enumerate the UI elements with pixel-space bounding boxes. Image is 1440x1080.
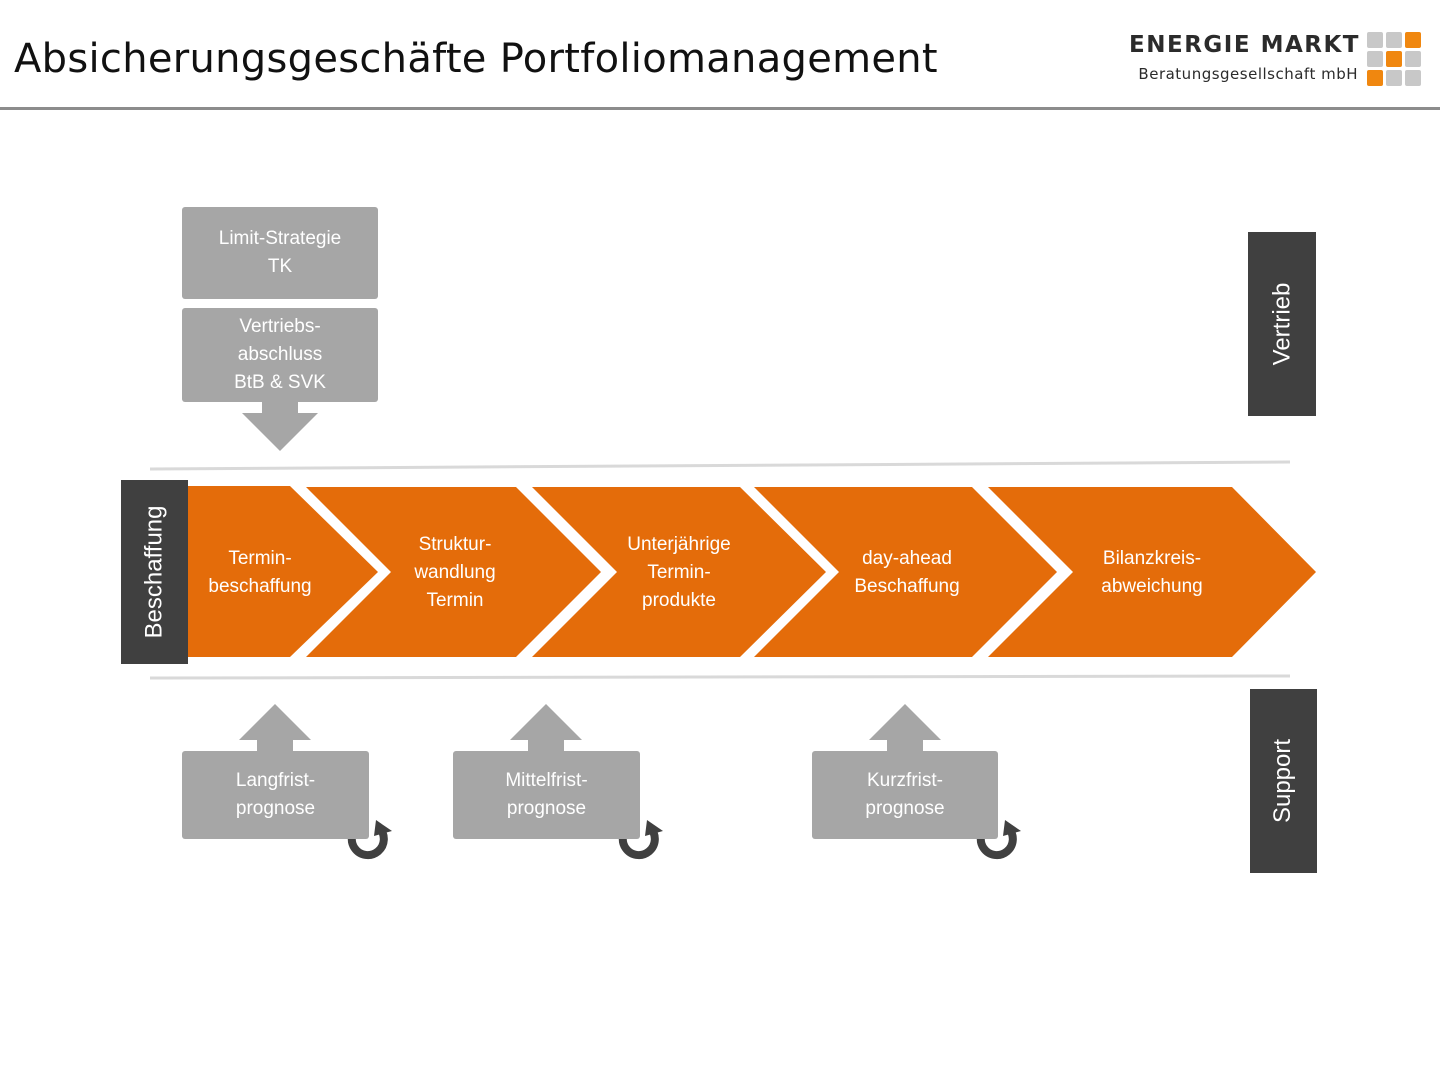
logo-name: ENERGIE MARKT	[1129, 32, 1360, 58]
support-label-box: Support	[1250, 689, 1317, 873]
up-arrow-langfrist	[239, 704, 311, 752]
process-step-shape-4	[754, 487, 1057, 657]
beschaffung-label-box: Beschaffung	[121, 480, 188, 664]
support-label: Support	[1269, 738, 1297, 824]
vertrieb-label: Vertrieb	[1268, 282, 1295, 366]
langfrist-prognose-label: Langfrist- prognose	[235, 770, 316, 819]
page-title: Absicherungsgeschäfte Portfoliomanagemen…	[14, 36, 938, 82]
limit-strategie-label: Limit-Strategie TK	[218, 228, 342, 277]
beschaffung-label: Beschaffung	[140, 505, 168, 639]
process-step-label-4: day-ahead Beschaffung	[854, 548, 960, 597]
kurzfrist-prognose-box: Kurzfrist- prognose	[812, 751, 998, 839]
process-step-label-2: Struktur- wandlung Termin	[414, 534, 496, 611]
process-step-shape-5	[988, 487, 1316, 657]
process-step-label-5: Bilanzkreis- abweichung	[1101, 548, 1203, 597]
up-arrow-mittelfrist	[510, 704, 582, 752]
mittelfrist-prognose-box: Mittelfrist- prognose	[453, 751, 640, 839]
divider-bottom	[149, 674, 1291, 680]
mittelfrist-prognose-label: Mittelfrist- prognose	[505, 770, 588, 819]
process-step-shape-2	[306, 487, 601, 657]
langfrist-prognose-box: Langfrist- prognose	[182, 751, 369, 839]
process-step-shape-1	[180, 486, 378, 657]
logo-subtitle: Beratungsgesellschaft mbH	[1138, 65, 1358, 83]
kurzfrist-prognose-label: Kurzfrist- prognose	[865, 770, 945, 819]
vertrieb-label-box: Vertrieb	[1248, 232, 1316, 416]
logo-grid-icon	[1367, 32, 1421, 86]
process-step-label-3: Unterjährige Termin- produkte	[627, 534, 731, 611]
header-divider	[0, 107, 1440, 110]
divider-top	[149, 460, 1291, 471]
limit-strategie-box: Limit-Strategie TK	[182, 207, 378, 299]
vertriebsabschluss-label: Vertriebs- abschluss BtB & SVK	[234, 316, 326, 393]
down-arrow	[242, 401, 318, 451]
process-step-shape-3	[532, 487, 826, 657]
vertriebsabschluss-box: Vertriebs- abschluss BtB & SVK	[182, 308, 378, 402]
process-step-label-1: Termin- beschaffung	[208, 548, 312, 597]
up-arrow-kurzfrist	[869, 704, 941, 752]
